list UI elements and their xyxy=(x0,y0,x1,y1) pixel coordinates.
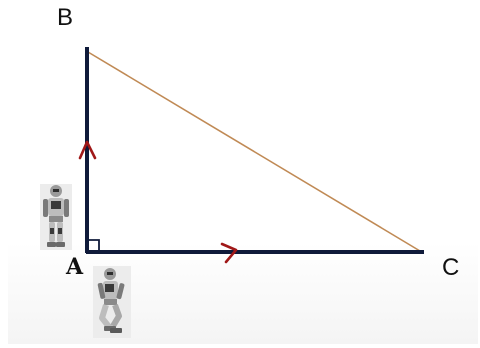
vertex-label-a: A xyxy=(66,254,84,280)
arrow-up-ab xyxy=(78,140,97,160)
walking-robot-icon xyxy=(93,266,131,338)
vertex-label-b: B xyxy=(57,4,74,31)
right-angle-marker xyxy=(89,239,100,250)
standing-robot-icon xyxy=(40,184,72,250)
hypotenuse-bc xyxy=(87,51,421,252)
arrow-right-ac xyxy=(220,242,238,264)
vertex-label-c: C xyxy=(442,254,460,281)
